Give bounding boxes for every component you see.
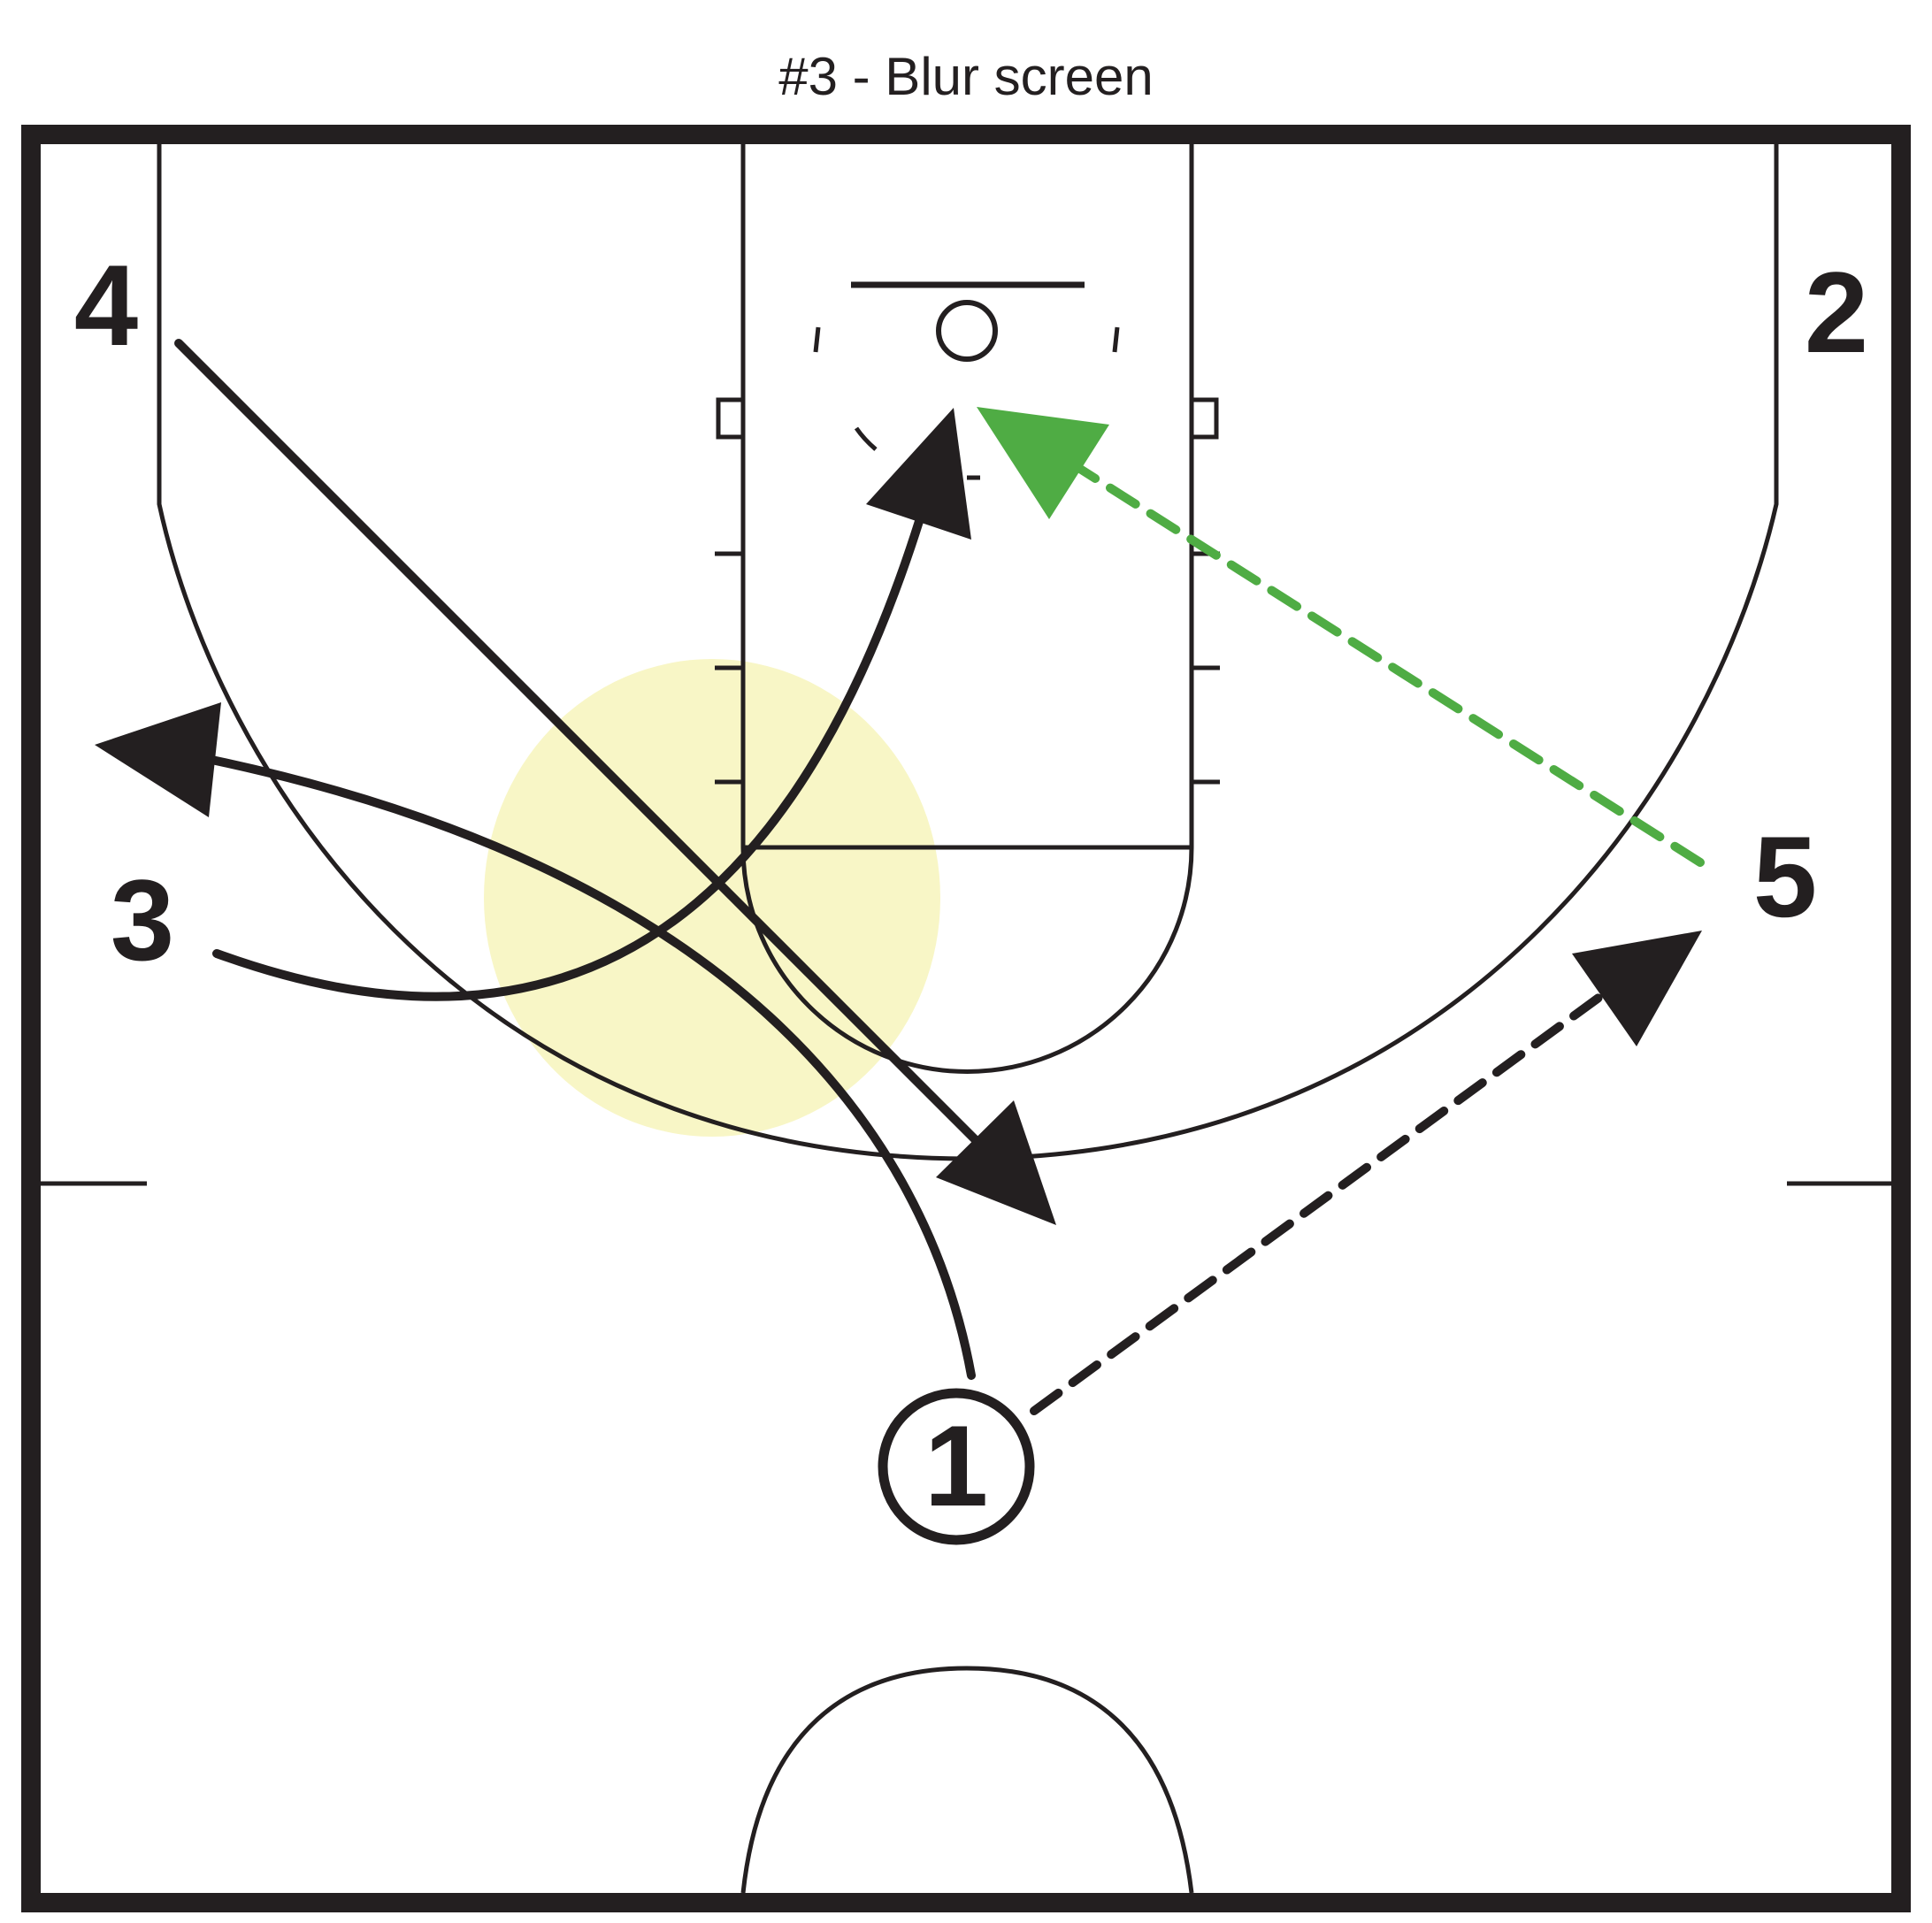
player-2-label: 2 — [1805, 248, 1868, 377]
cut-path-player-4 — [174, 339, 1056, 1225]
pass-5-to-3 — [977, 407, 1705, 867]
player-1-label: 1 — [924, 1401, 988, 1530]
cut-arrowhead-player-1 — [95, 702, 221, 817]
cut-arrowhead-player-3 — [866, 408, 971, 540]
free-throw-lane — [740, 143, 1194, 850]
restricted-area-marks — [813, 326, 1120, 480]
three-point-line — [157, 143, 1779, 1161]
lane-hash-marks — [715, 397, 1220, 785]
cut-arrowhead-player-4 — [936, 1100, 1056, 1225]
pass-arrowhead-5-to-3 — [977, 407, 1109, 519]
cut-path-player-1 — [95, 702, 976, 1380]
court-boundary — [21, 125, 1911, 1912]
screen-highlight — [484, 659, 940, 1137]
free-throw-circle — [740, 847, 1194, 1074]
player-4-label: 4 — [74, 241, 138, 370]
center-circle — [740, 1666, 1194, 1894]
diagram-title: #3 - Blur screen — [778, 47, 1154, 106]
pass-1-to-5 — [1030, 931, 1702, 1415]
rim — [936, 300, 998, 362]
pass-arrowhead-1-to-5 — [1572, 931, 1702, 1046]
cut-path-player-3 — [212, 408, 971, 1001]
player-3-label: 3 — [111, 855, 174, 984]
player-5-label: 5 — [1753, 812, 1817, 941]
ball-handler-circle — [878, 1388, 1035, 1545]
